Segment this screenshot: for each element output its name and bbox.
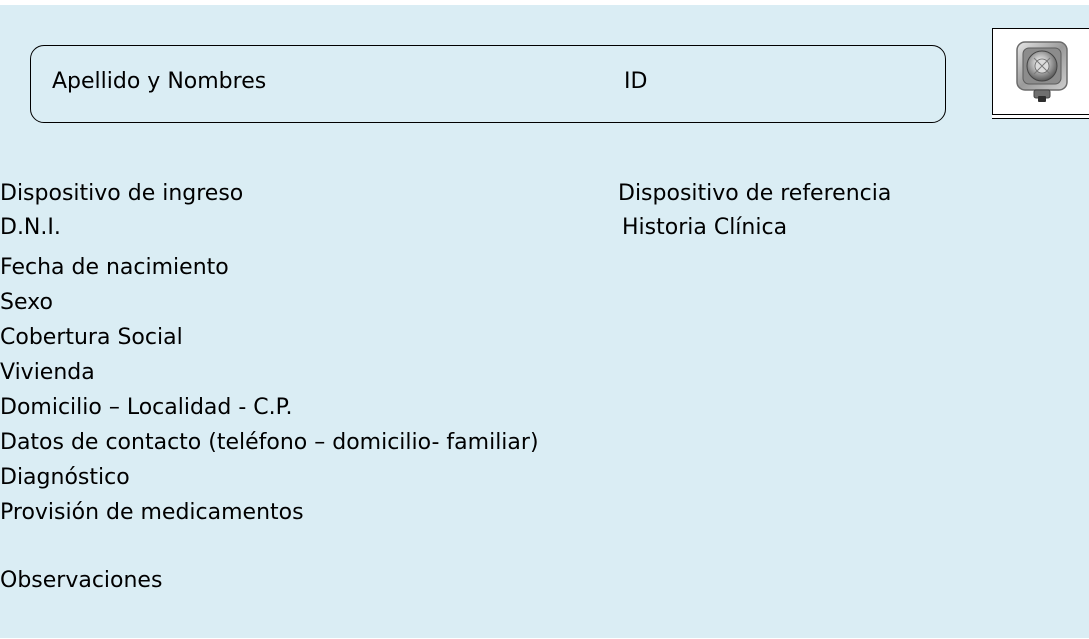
field-provision-medicamentos: Provisión de medicamentos <box>0 500 304 525</box>
field-historia-clinica: Historia Clínica <box>622 215 788 240</box>
photo-frame-underline <box>992 114 1089 119</box>
id-label: ID <box>624 69 648 94</box>
field-datos-contacto: Datos de contacto (teléfono – domicilio-… <box>0 430 539 455</box>
name-label: Apellido y Nombres <box>52 69 267 94</box>
field-fecha-nacimiento: Fecha de nacimiento <box>0 255 229 280</box>
field-vivienda: Vivienda <box>0 360 95 385</box>
field-domicilio: Domicilio – Localidad - C.P. <box>0 395 293 420</box>
field-dispositivo-ingreso: Dispositivo de ingreso <box>0 181 244 206</box>
field-dispositivo-referencia: Dispositivo de referencia <box>618 181 892 206</box>
field-dni: D.N.I. <box>0 215 61 240</box>
field-sexo: Sexo <box>0 290 53 315</box>
patient-header-box <box>30 45 946 123</box>
field-diagnostico: Diagnóstico <box>0 465 130 490</box>
field-cobertura-social: Cobertura Social <box>0 325 183 350</box>
patient-form-panel <box>0 5 1089 638</box>
field-observaciones: Observaciones <box>0 568 163 593</box>
camera-icon <box>1016 41 1068 102</box>
